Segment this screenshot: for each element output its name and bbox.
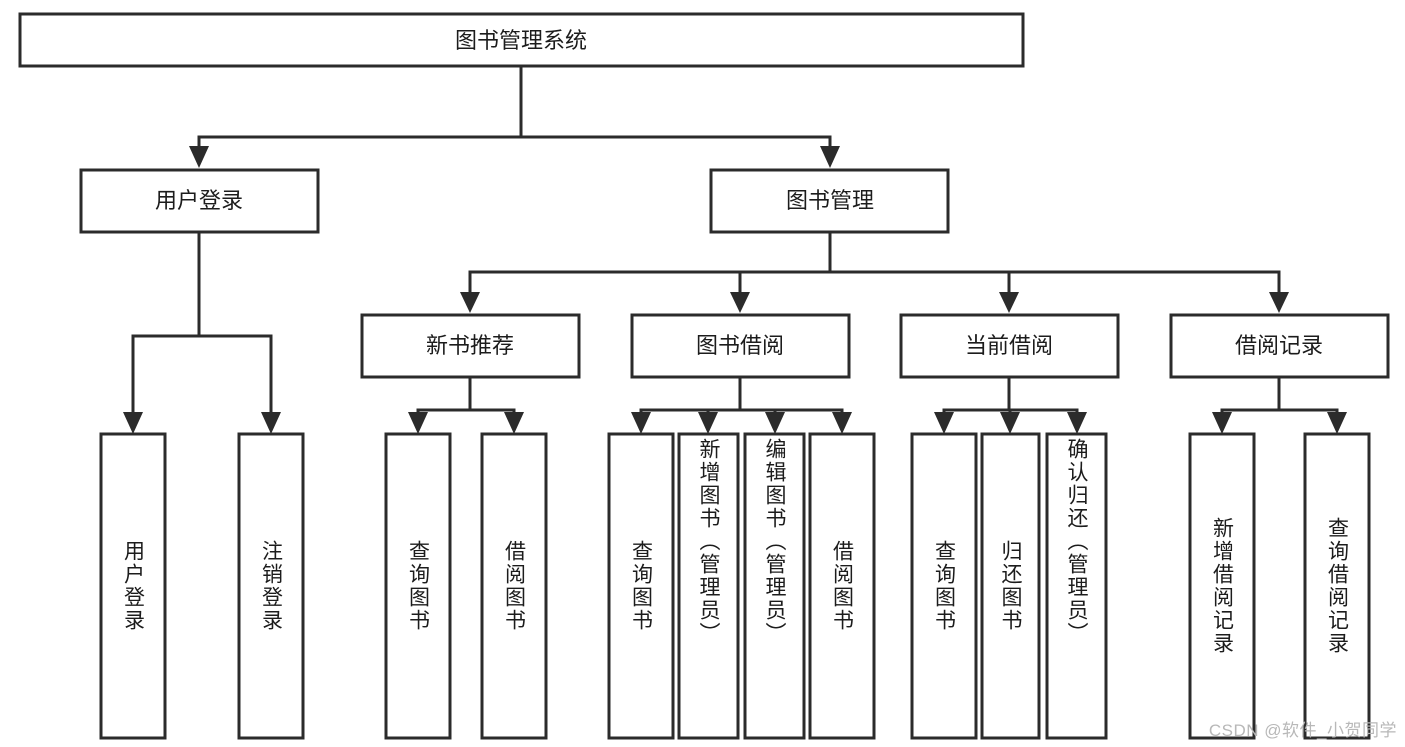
leaf-current-borrow-3-box[interactable] bbox=[1045, 432, 1108, 740]
arrow-head-user-login-leaf-2 bbox=[261, 412, 281, 434]
leaf-book-borrow-1-box[interactable] bbox=[607, 432, 675, 740]
node-root-label: 图书管理系统 bbox=[455, 28, 587, 53]
node-book-management-box[interactable] bbox=[709, 168, 950, 234]
leaf-user-login-2-box[interactable] bbox=[237, 432, 305, 740]
arrow-head-book-borrow-leaf-2 bbox=[698, 412, 718, 434]
arrow-head-user-login bbox=[189, 146, 209, 168]
leaf-borrow-record-1-box[interactable] bbox=[1188, 432, 1256, 740]
node-current-borrow-box[interactable] bbox=[899, 313, 1120, 379]
arrow-head-current-borrow-leaf-3 bbox=[1067, 412, 1087, 434]
node-borrow-record-box[interactable] bbox=[1169, 313, 1390, 379]
leaf-user-login-1-box[interactable] bbox=[99, 432, 167, 740]
watermark-text: CSDN @软件_小贺同学 bbox=[1208, 721, 1397, 740]
node-book-borrow-label: 图书借阅 bbox=[696, 333, 784, 358]
node-new-book-recommend-label: 新书推荐 bbox=[426, 333, 514, 358]
arrow-head-new-book-recommend bbox=[460, 292, 480, 313]
leaf-book-borrow-2-box[interactable] bbox=[677, 432, 740, 740]
leaf-borrow-record-2-box[interactable] bbox=[1303, 432, 1371, 740]
arrow-head-borrow-record bbox=[1269, 292, 1289, 313]
arrow-head-current-borrow bbox=[999, 292, 1019, 313]
arrow-head-book-mgmt bbox=[820, 146, 840, 168]
arrow-head-book-borrow bbox=[730, 292, 750, 313]
leaf-new-book-1-box[interactable] bbox=[384, 432, 452, 740]
node-book-borrow-box[interactable] bbox=[630, 313, 851, 379]
leaf-current-borrow-2-box[interactable] bbox=[980, 432, 1041, 740]
arrow-head-book-borrow-leaf-4 bbox=[832, 412, 852, 434]
node-user-login-box[interactable] bbox=[79, 168, 320, 234]
node-root-box[interactable] bbox=[18, 12, 1025, 68]
leaf-new-book-2-box[interactable] bbox=[480, 432, 548, 740]
arrow-head-current-borrow-leaf-2 bbox=[1000, 412, 1020, 434]
leaf-current-borrow-1-box[interactable] bbox=[910, 432, 978, 740]
arrow-head-borrow-record-leaf-1 bbox=[1212, 412, 1232, 434]
arrow-head-user-login-leaf-1 bbox=[123, 412, 143, 434]
arrow-head-new-book-leaf-2 bbox=[504, 412, 524, 434]
node-new-book-recommend-box[interactable] bbox=[360, 313, 581, 379]
node-book-management-label: 图书管理 bbox=[786, 188, 874, 213]
leaf-book-borrow-3-box[interactable] bbox=[743, 432, 806, 740]
node-current-borrow-label: 当前借阅 bbox=[965, 333, 1053, 358]
arrow-head-book-borrow-leaf-3 bbox=[765, 412, 785, 434]
leaf-book-borrow-4-box[interactable] bbox=[808, 432, 876, 740]
arrow-head-book-borrow-leaf-1 bbox=[631, 412, 651, 434]
node-borrow-record-label: 借阅记录 bbox=[1235, 333, 1323, 358]
node-user-login-label: 用户登录 bbox=[155, 188, 243, 213]
arrow-head-borrow-record-leaf-2 bbox=[1327, 412, 1347, 434]
arrow-head-new-book-leaf-1 bbox=[408, 412, 428, 434]
arrow-head-current-borrow-leaf-1 bbox=[934, 412, 954, 434]
